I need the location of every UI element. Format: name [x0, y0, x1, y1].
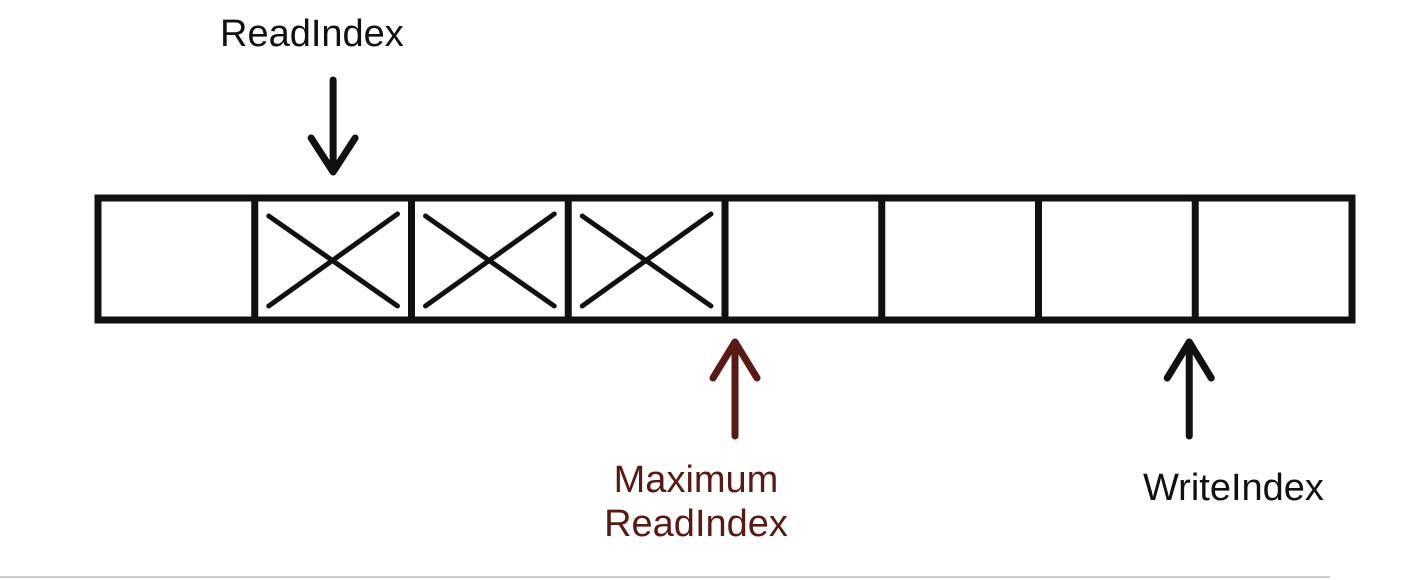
- read-index-label: ReadIndex: [220, 13, 404, 55]
- write-index-arrow-icon: [1163, 338, 1215, 440]
- buffer-slot-1: [251, 198, 400, 320]
- maximum-read-index-label-line2: ReadIndex: [604, 503, 788, 545]
- bottom-divider: [0, 576, 1330, 578]
- maximum-read-index-label: Maximum ReadIndex: [566, 458, 826, 546]
- cross-mark: [423, 211, 557, 309]
- cross-mark: [266, 211, 400, 309]
- maximum-read-index-label-line1: Maximum: [613, 459, 779, 501]
- write-index-label: WriteIndex: [1143, 467, 1324, 509]
- cross-mark: [579, 211, 714, 309]
- buffer-slot-2: [408, 198, 557, 320]
- pointer-arrows: [307, 76, 1215, 440]
- ring-buffer: [94, 194, 1356, 324]
- read-index-arrow-icon: [307, 76, 359, 176]
- buffer-slot-3: [564, 198, 714, 320]
- maximum-read-index-arrow-icon: [709, 338, 761, 440]
